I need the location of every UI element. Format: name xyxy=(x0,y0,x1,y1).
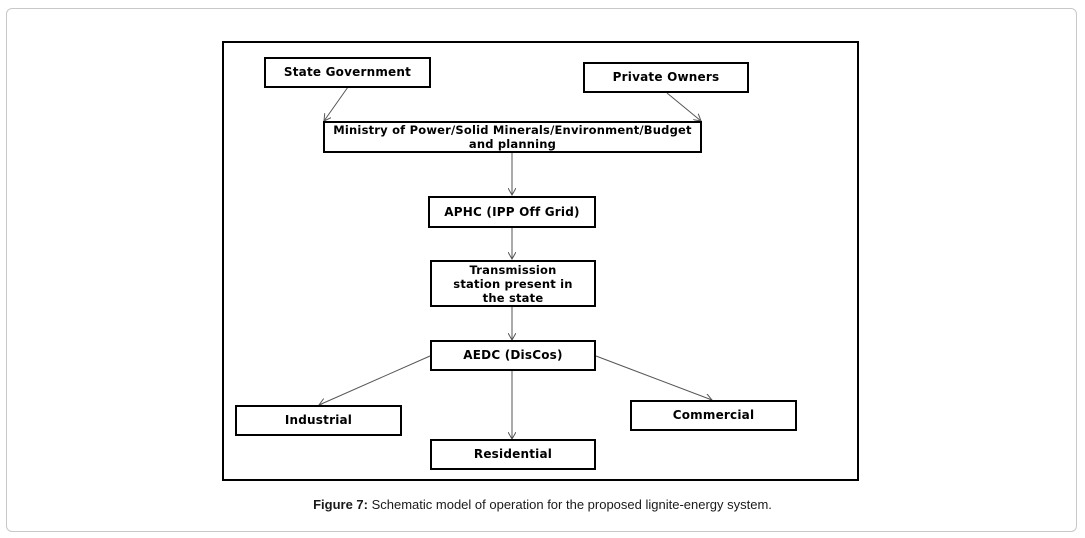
node-aphc: APHC (IPP Off Grid) xyxy=(428,196,596,228)
diagram-border xyxy=(222,41,859,481)
node-ministry: Ministry of Power/Solid Minerals/Environ… xyxy=(323,121,702,153)
figure-caption: Figure 7: Schematic model of operation f… xyxy=(0,497,1085,512)
node-aedc: AEDC (DisCos) xyxy=(430,340,596,371)
caption-label: Figure 7: xyxy=(313,497,368,512)
caption-text: Schematic model of operation for the pro… xyxy=(367,497,772,512)
arrow-state-to-ministry xyxy=(324,86,349,121)
node-residential: Residential xyxy=(430,439,596,470)
node-commercial: Commercial xyxy=(630,400,797,431)
node-private-owners: Private Owners xyxy=(583,62,749,93)
arrow-private-to-ministry xyxy=(666,92,701,121)
node-state-government: State Government xyxy=(264,57,431,88)
arrow-aedc-to-industrial xyxy=(319,355,431,405)
node-transmission: Transmission station present in the stat… xyxy=(430,260,596,307)
arrow-aedc-to-commercial xyxy=(595,355,712,400)
figure-frame xyxy=(6,8,1077,532)
node-industrial: Industrial xyxy=(235,405,402,436)
